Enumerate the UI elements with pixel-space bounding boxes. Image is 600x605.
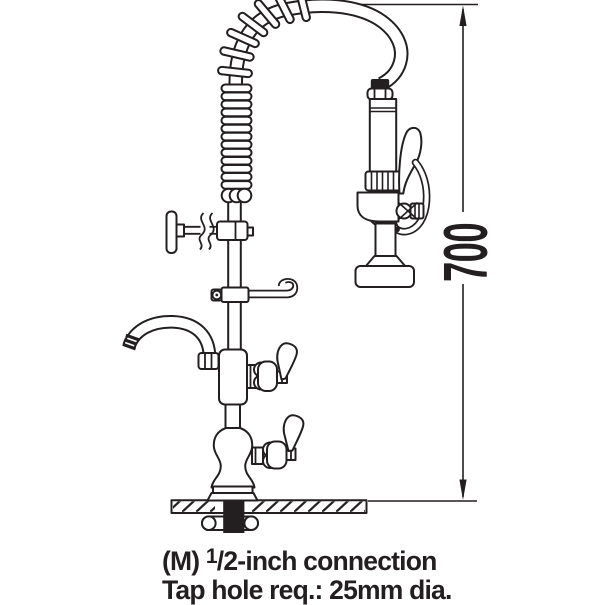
base-valve-bonnet: [266, 440, 288, 470]
break-symbol: [198, 212, 206, 251]
base-body: [210, 427, 256, 489]
base-valve-collar: [251, 446, 264, 465]
base-lever-handle: [282, 414, 305, 452]
base-flange: [206, 492, 259, 502]
hook-curl: [278, 278, 299, 299]
notes-block: (M) 1/2-inch connection Tap hole req.: 2…: [162, 543, 452, 604]
arrowhead-down-icon: [459, 479, 467, 500]
lever-handle: [276, 342, 298, 381]
spout-nut: [197, 352, 220, 370]
hose-hook: [210, 278, 299, 303]
add-on-spout: [122, 315, 220, 370]
bracket-flange: [165, 210, 178, 254]
break-symbol: [207, 212, 215, 251]
spray-valve-assembly: [354, 79, 431, 288]
counter-hatch-left: [173, 501, 215, 512]
hose-spring: [217, 0, 311, 204]
dimension-value: 700: [432, 223, 501, 282]
wall-bracket: [165, 210, 254, 254]
fraction-numerator: 1: [205, 545, 218, 568]
spout-aerator: [122, 333, 140, 351]
spray-valve-body: [356, 191, 400, 223]
bracket-clamp: [216, 220, 249, 241]
pre-rinse-hose: [228, 0, 409, 93]
arrowhead-up-icon: [459, 5, 467, 26]
bracket-collar: [175, 223, 185, 238]
connection-note: (M) 1/2-inch connection: [162, 545, 437, 576]
counter-surface: [170, 499, 368, 515]
nozzle-flare: [364, 255, 407, 268]
spray-grip: [368, 98, 398, 174]
dimension-annotation: 700: [348, 3, 501, 502]
mounting-shank: [201, 500, 259, 533]
hook-band: [220, 286, 250, 303]
threaded-shank: [223, 500, 245, 533]
hose-nut: [366, 87, 394, 101]
spout-valve: [246, 342, 298, 392]
faucet-base: [206, 414, 305, 502]
riser-neck: [224, 403, 241, 430]
valve-bonnet: [257, 360, 278, 392]
clamp-screw: [246, 226, 254, 237]
hose-gland: [370, 79, 390, 90]
mixer-body: [218, 348, 248, 406]
pivot-dot: [394, 226, 400, 233]
spray-pivot-block: [409, 202, 425, 220]
squeeze-lever-blade: [398, 126, 423, 195]
spray-pivot-nut: [395, 202, 413, 220]
counter-hatch-right: [252, 501, 365, 512]
tap-hole-note: Tap hole req.: 25mm dia.: [162, 574, 452, 605]
spring-end-nut: [220, 187, 253, 204]
nozzle-tube: [374, 222, 397, 259]
spray-face-bell: [354, 265, 415, 288]
